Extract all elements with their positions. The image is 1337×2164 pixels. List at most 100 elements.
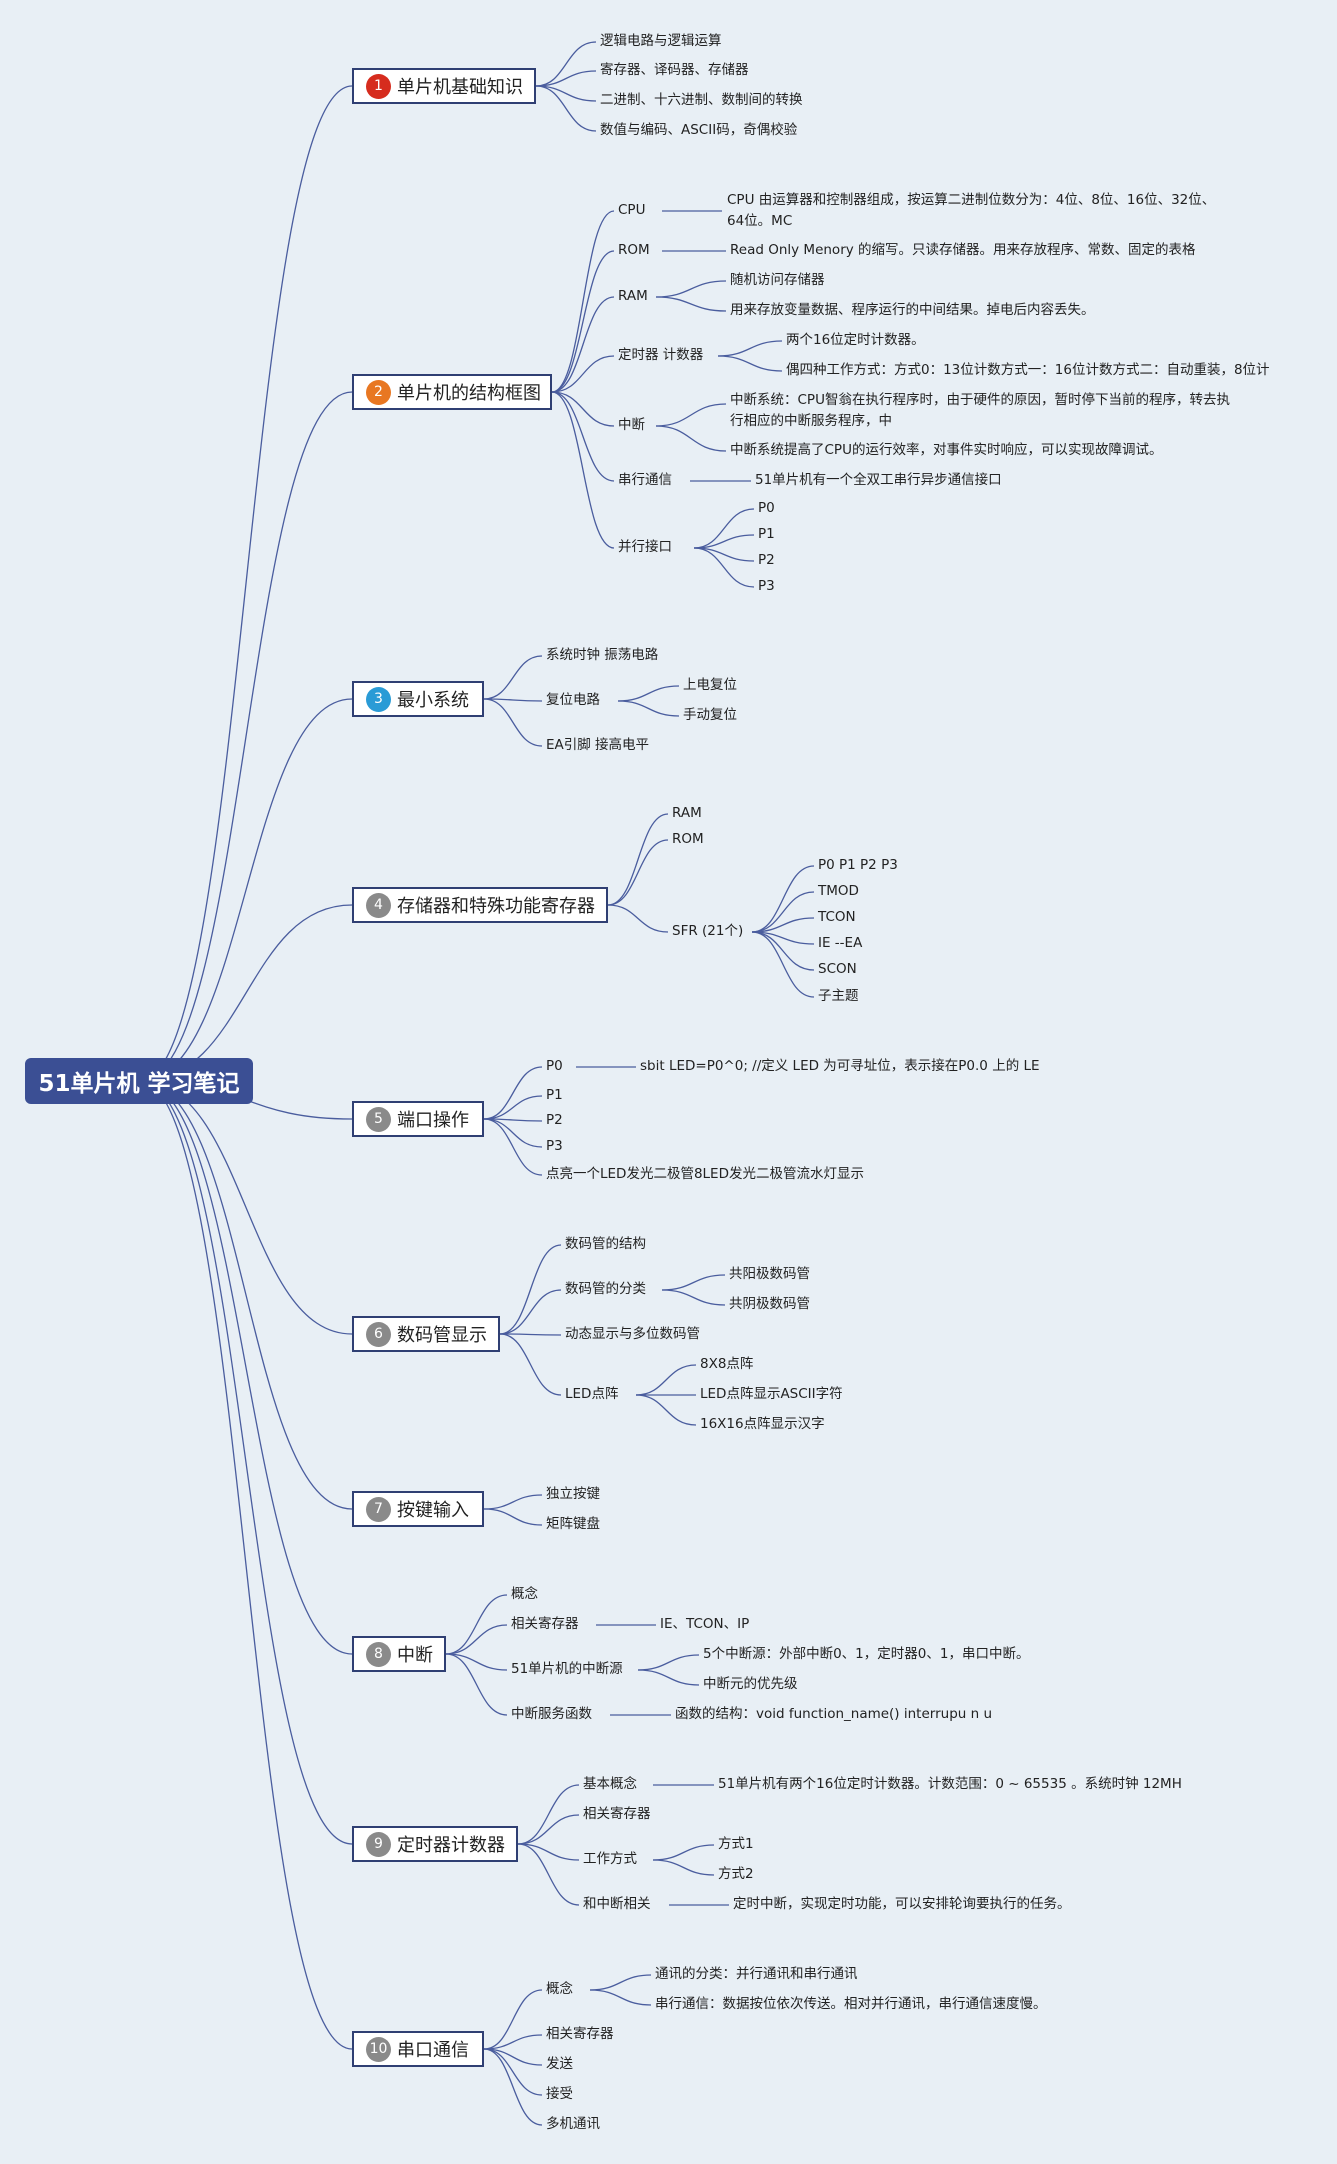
branch-4-1 [607,813,669,906]
topic-label: 数码管显示 [397,1325,487,1346]
leaf-ram-random[interactable]: 随机访问存储器 [730,272,825,288]
topic-timer-counter[interactable]: 9 定时器计数器 [352,1826,518,1862]
node-led-matrix[interactable]: LED点阵 [565,1386,619,1402]
leaf-subtopic[interactable]: 子主题 [818,988,859,1004]
leaf-serial-registers[interactable]: 相关寄存器 [546,2026,614,2042]
node-reset-circuit[interactable]: 复位电路 [546,692,600,708]
branch-10-5 [483,2048,543,2126]
leaf-interrupt-efficiency[interactable]: 中断系统提高了CPU的运行效率，对事件实时响应，可以实现故障调试。 [730,442,1163,458]
node-timer-basics[interactable]: 基本概念 [583,1776,637,1792]
topic-basics[interactable]: 1 单片机基础知识 [352,68,536,104]
leaf-sfr-ports[interactable]: P0 P1 P2 P3 [818,857,898,873]
badge-5: 5 [366,1106,391,1132]
node-serial[interactable]: 串行通信 [618,472,672,488]
leaf-send[interactable]: 发送 [546,2056,573,2072]
node-interrupt[interactable]: 中断 [618,417,645,433]
node-cpu[interactable]: CPU [618,202,646,218]
topic-segment-display[interactable]: 6 数码管显示 [352,1316,500,1352]
leaf-mode-2[interactable]: 方式2 [718,1866,754,1882]
leaf-register-decoder[interactable]: 寄存器、译码器、存储器 [600,62,749,78]
leaf-rom-desc[interactable]: Read Only Menory 的缩写。只读存储器。用来存放程序、常数、固定的… [730,242,1196,258]
leaf-port-p0[interactable]: P0 [758,500,775,516]
root-edge-4 [139,904,353,1082]
leaf-five-sources[interactable]: 5个中断源：外部中断0、1，定时器0、1，串口中断。 [703,1646,1030,1662]
leaf-timer-range[interactable]: 51单片机有两个16位定时计数器。计数范围：0 ~ 65535 。系统时钟 12… [718,1776,1182,1792]
leaf-timer-modes[interactable]: 偶四种工作方式：方式0：13位计数方式一：16位计数方式二：自动重装，8位计 [786,362,1270,378]
leaf-ram-desc[interactable]: 用来存放变量数据、程序运行的中间结果。掉电后内容丢失。 [730,302,1095,318]
leaf-dynamic-display[interactable]: 动态显示与多位数码管 [565,1326,700,1342]
topic-memory-sfr[interactable]: 4 存储器和特殊功能寄存器 [352,887,608,923]
leaf-isr-structure[interactable]: 函数的结构：void function_name() interrupu n u [675,1706,993,1722]
node-segment-types[interactable]: 数码管的分类 [565,1281,646,1297]
leaf-multi-machine[interactable]: 多机通讯 [546,2116,600,2132]
node-serial-concept[interactable]: 概念 [546,1981,573,1997]
leaf-encoding-parity[interactable]: 数值与编码、ASCII码，奇偶校验 [600,122,798,138]
topic-interrupt[interactable]: 8 中断 [352,1636,446,1672]
leaf-logic-circuit[interactable]: 逻辑电路与逻辑运算 [600,33,722,49]
leaf-independent-key[interactable]: 独立按键 [546,1486,600,1502]
leaf-timed-interrupt[interactable]: 定时中断，实现定时功能，可以安排轮询要执行的任务。 [733,1896,1071,1912]
leaf-led-flow[interactable]: 点亮一个LED发光二极管8LED发光二极管流水灯显示 [546,1166,864,1182]
leaf-interrupt-concept[interactable]: 概念 [511,1586,538,1602]
leaf-16x16-matrix[interactable]: 16X16点阵显示汉字 [700,1416,825,1432]
node-isr[interactable]: 中断服务函数 [511,1706,592,1722]
leaf-tcon[interactable]: TCON [818,909,856,925]
leaf-port-p3[interactable]: P3 [758,578,775,594]
topic-key-input[interactable]: 7 按键输入 [352,1491,484,1527]
leaf-timer-registers[interactable]: 相关寄存器 [583,1806,651,1822]
leaf-interrupt-system[interactable]: 中断系统：CPU智翁在执行程序时，由于硬件的原因，暂时停下当前的程序，转去执行相… [730,392,1230,429]
node-timer-work-modes[interactable]: 工作方式 [583,1851,637,1867]
leaf-system-clock[interactable]: 系统时钟 振荡电路 [546,647,659,663]
leaf-tmod[interactable]: TMOD [818,883,859,899]
leaf-scon[interactable]: SCON [818,961,857,977]
leaf-ram[interactable]: RAM [672,805,702,821]
leaf-ea-pin[interactable]: EA引脚 接高电平 [546,737,650,753]
sub-branch-3-2 [655,296,727,312]
node-timer-interrupt[interactable]: 和中断相关 [583,1896,651,1912]
root-topic[interactable]: 51单片机 学习笔记 [25,1058,253,1104]
topic-label: 单片机基础知识 [397,77,523,98]
leaf-timer-two[interactable]: 两个16位定时计数器。 [786,332,925,348]
branch-5-1 [483,1066,543,1120]
leaf-manual-reset[interactable]: 手动复位 [683,707,737,723]
topic-minimal-system[interactable]: 3 最小系统 [352,681,484,717]
leaf-number-systems[interactable]: 二进制、十六进制、数制间的转换 [600,92,803,108]
leaf-common-anode[interactable]: 共阳极数码管 [729,1266,810,1282]
node-sfr[interactable]: SFR (21个) [672,923,744,939]
sub-branch-4-1 [717,340,783,357]
node-ram[interactable]: RAM [618,288,648,304]
leaf-matrix-ascii[interactable]: LED点阵显示ASCII字符 [700,1386,843,1402]
leaf-segment-structure[interactable]: 数码管的结构 [565,1236,646,1252]
leaf-rom[interactable]: ROM [672,831,704,847]
leaf-sbit-led[interactable]: sbit LED=P0^0; //定义 LED 为可寻址位，表示接在P0.0 上… [640,1058,1040,1074]
leaf-comm-types[interactable]: 通讯的分类：并行通讯和串行通讯 [655,1966,858,1982]
topic-structure[interactable]: 2 单片机的结构框图 [352,374,552,410]
node-interrupt-sources[interactable]: 51单片机的中断源 [511,1661,623,1677]
leaf-ie-tcon-ip[interactable]: IE、TCON、IP [660,1616,750,1632]
node-parallel[interactable]: 并行接口 [618,539,672,555]
leaf-matrix-keyboard[interactable]: 矩阵键盘 [546,1516,600,1532]
node-port-p0[interactable]: P0 [546,1058,563,1074]
topic-port-operation[interactable]: 5 端口操作 [352,1101,484,1137]
leaf-port-p1[interactable]: P1 [758,526,775,542]
leaf-mode-1[interactable]: 方式1 [718,1836,754,1852]
node-interrupt-registers[interactable]: 相关寄存器 [511,1616,579,1632]
leaf-serial-desc[interactable]: 51单片机有一个全双工串行异步通信接口 [755,472,1002,488]
leaf-interrupt-priority[interactable]: 中断元的优先级 [703,1676,798,1692]
leaf-port-p2[interactable]: P2 [758,552,775,568]
leaf-port5-p3[interactable]: P3 [546,1138,563,1154]
leaf-port5-p2[interactable]: P2 [546,1112,563,1128]
leaf-common-cathode[interactable]: 共阴极数码管 [729,1296,810,1312]
node-timer[interactable]: 定时器 计数器 [618,347,704,363]
node-rom[interactable]: ROM [618,242,650,258]
leaf-port5-p1[interactable]: P1 [546,1087,563,1103]
branch-2-6 [551,391,615,482]
leaf-8x8-matrix[interactable]: 8X8点阵 [700,1356,754,1372]
leaf-cpu-desc[interactable]: CPU 由运算器和控制器组成，按运算二进制位数分为：4位、8位、16位、32位、… [727,192,1216,229]
branch-8-3 [445,1653,508,1671]
leaf-ie-ea[interactable]: IE --EA [818,935,863,951]
leaf-serial-bitwise[interactable]: 串行通信：数据按位依次传送。相对并行通讯，串行通信速度慢。 [655,1996,1047,2012]
leaf-receive[interactable]: 接受 [546,2086,573,2102]
leaf-power-on-reset[interactable]: 上电复位 [683,677,737,693]
topic-serial-comm[interactable]: 10 串口通信 [352,2031,484,2067]
